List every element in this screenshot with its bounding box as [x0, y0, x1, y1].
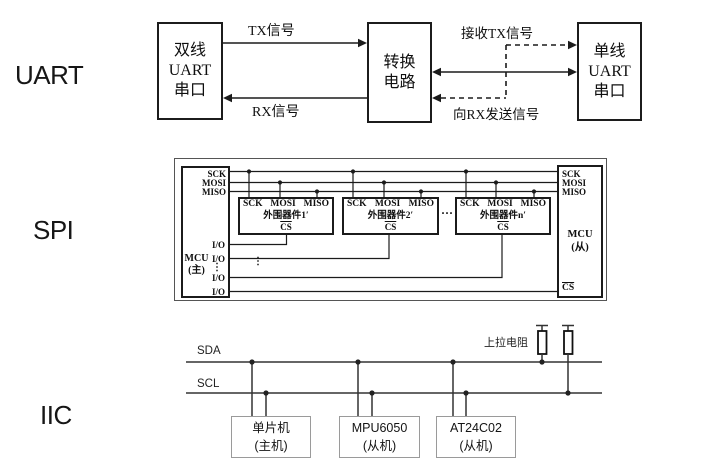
- master-name-label: MCU (主): [184, 253, 209, 276]
- pullup-resistor-label: 上拉电阻: [484, 337, 528, 349]
- tx-signal-label: TX信号: [248, 24, 295, 39]
- peripheral-pins-row: SCK MOSI MISO: [243, 199, 329, 210]
- spi-peripheral-box-3: SCK MOSI MISO 外围器件n′ CS: [455, 197, 551, 235]
- junction-dot: [493, 180, 499, 185]
- resistor1-icon: [537, 330, 548, 355]
- iic-device-box-at24c02: AT24C02 (从机): [436, 416, 516, 458]
- junction-dot: [565, 390, 571, 396]
- p2-pin-sck: SCK: [347, 199, 367, 209]
- p1-pin-cs: CS: [280, 222, 292, 232]
- junction-dot: [369, 390, 375, 396]
- iic-bus-lines: [186, 324, 602, 416]
- junction-dot: [463, 169, 469, 174]
- junction-dot: [314, 189, 320, 194]
- master-pin-io1: I/O: [211, 240, 225, 250]
- peripheral-pins-row: SCK MOSI MISO: [460, 199, 546, 210]
- p2-name-label: 外围器件2′: [367, 210, 414, 221]
- section-label-uart: UART: [15, 60, 84, 90]
- master-pin-miso: MISO: [201, 187, 226, 197]
- junction-dot: [418, 189, 424, 194]
- master-pin-io2: I/O: [211, 254, 225, 264]
- p2-cs-route: [230, 235, 390, 260]
- spi-io-ellipsis-outer: ⋮: [253, 256, 263, 267]
- rx-signal-label: RX信号: [252, 105, 300, 120]
- scl-bus-label: SCL: [197, 378, 220, 390]
- junction-dot: [450, 359, 456, 365]
- junction-dot: [249, 359, 255, 365]
- master-io-ellipsis: ⋮: [212, 262, 222, 273]
- p2-pin-mosi: MOSI: [374, 199, 401, 209]
- junction-dot: [355, 359, 361, 365]
- bidir-right-arrowhead-icon: [568, 67, 577, 77]
- junction-dot: [263, 390, 269, 396]
- junction-dot: [277, 180, 283, 185]
- p2-pin-miso: MISO: [408, 199, 434, 209]
- slave-pin-mosi: MOSI: [562, 178, 587, 188]
- section-label-iic: IIC: [40, 400, 72, 430]
- send-rx-signal-label: 向RX发送信号: [453, 107, 540, 122]
- junction-dot: [463, 390, 469, 396]
- uart-wires: [223, 38, 577, 103]
- section-label-spi: SPI: [33, 215, 74, 245]
- slave-pin-cs: CS: [562, 283, 575, 293]
- p3-name-label: 外围器件n′: [480, 210, 526, 221]
- uart-single-wire-box: 单线 UART 串口: [577, 22, 642, 121]
- recv-tx-arrowhead-icon: [568, 40, 577, 50]
- peripheral-pins-row: SCK MOSI MISO: [347, 199, 434, 210]
- iic-junction-dots: [249, 359, 571, 396]
- junction-dot: [350, 169, 356, 174]
- spi-peripheral-box-2: SCK MOSI MISO 外围器件2′ CS: [342, 197, 439, 235]
- uart-dual-wire-box: 双线 UART 串口: [157, 22, 223, 120]
- iic-device-box-mpu6050: MPU6050 (从机): [339, 416, 420, 458]
- junction-dot: [381, 180, 387, 185]
- p1-pin-miso: MISO: [303, 199, 329, 209]
- resistor2-icon: [563, 330, 574, 355]
- send-rx-arrowhead-icon: [432, 93, 441, 103]
- recv-tx-signal-label: 接收TX信号: [461, 26, 533, 41]
- master-pin-mosi: MOSI: [201, 178, 226, 188]
- master-pin-io4: I/O: [211, 287, 225, 297]
- rx-arrowhead-icon: [223, 93, 232, 103]
- p1-name-label: 外围器件1′: [263, 210, 309, 221]
- slave-name-label: MCU (从): [567, 229, 593, 253]
- p1-cs-route: [230, 235, 288, 246]
- p1-pin-sck: SCK: [243, 199, 263, 209]
- spi-peripheral-ellipsis: ···: [441, 206, 454, 220]
- sda-bus-label: SDA: [197, 345, 221, 357]
- p3-pin-mosi: MOSI: [487, 199, 513, 209]
- bidir-left-arrowhead-icon: [432, 67, 441, 77]
- p3-cs-route: [230, 235, 503, 279]
- spi-outer-frame: [174, 158, 607, 301]
- tx-arrowhead-icon: [358, 38, 367, 48]
- p2-pin-cs: CS: [384, 222, 397, 232]
- slave-pin-sck: SCK: [562, 169, 581, 179]
- junction-dot: [539, 359, 545, 365]
- master-pin-io3: I/O: [211, 273, 225, 283]
- slave-pin-miso: MISO: [562, 187, 587, 197]
- spi-junction-dots: [246, 169, 537, 194]
- p3-pin-cs: CS: [497, 222, 509, 232]
- spi-mcu-slave-box: SCK MOSI MISO MCU (从) CS: [557, 165, 603, 298]
- uart-converter-box: 转换 电路: [367, 22, 432, 123]
- spi-peripheral-box-1: SCK MOSI MISO 外围器件1′ CS: [238, 197, 334, 235]
- spi-mcu-master-box: SCK MOSI MISO I/O I/O ⋮ I/O I/O MCU (主): [181, 166, 230, 298]
- p1-pin-mosi: MOSI: [270, 199, 296, 209]
- junction-dot: [246, 169, 252, 174]
- p3-pin-sck: SCK: [460, 199, 480, 209]
- iic-device-box-mcu: 单片机 (主机): [231, 416, 311, 458]
- junction-dot: [531, 189, 537, 194]
- master-pin-sck: SCK: [207, 169, 226, 179]
- p3-pin-miso: MISO: [520, 199, 546, 209]
